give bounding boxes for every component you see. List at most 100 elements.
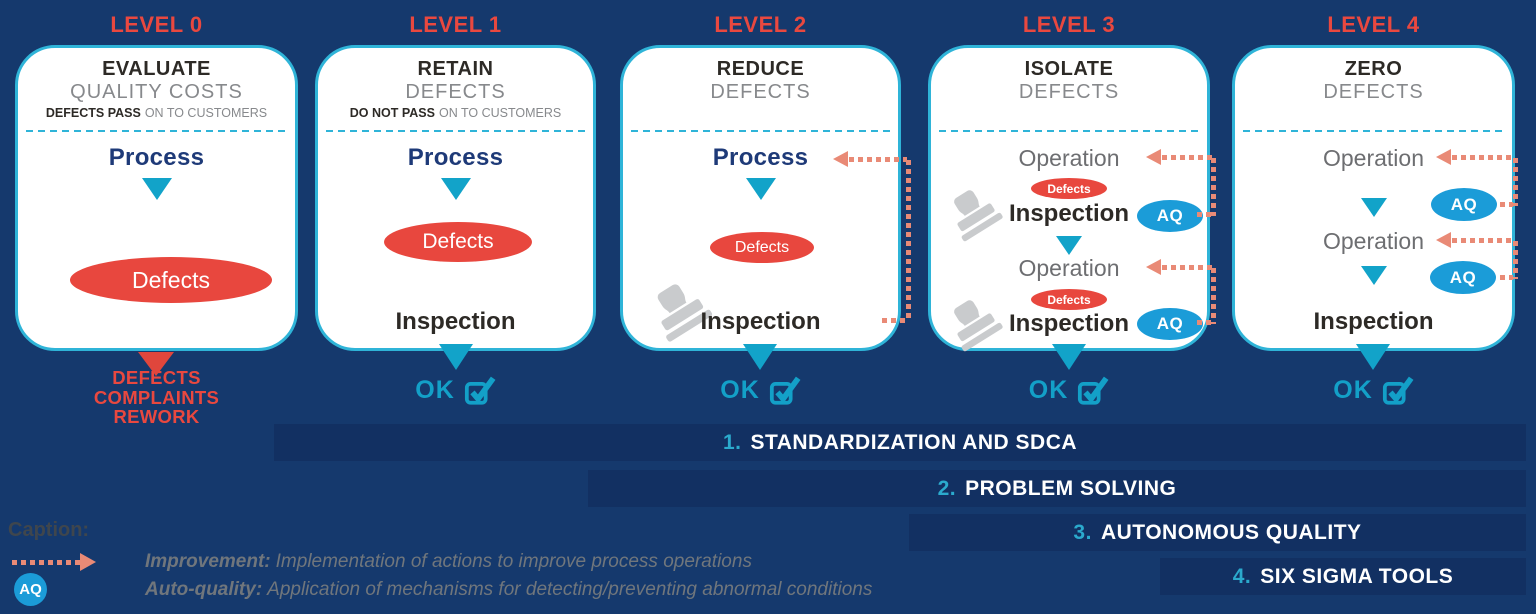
card-title: ISOLATE: [1024, 58, 1114, 80]
bar-label: SIX SIGMA TOOLS: [1260, 564, 1454, 588]
operation-label: Operation: [1322, 145, 1424, 171]
card-subtitle: DEFECTS: [1018, 81, 1120, 103]
card-title: EVALUATE: [102, 58, 211, 80]
level-0-outcome: DEFECTS COMPLAINTS REWORK: [15, 368, 298, 427]
flow-arrow-triangle: [141, 178, 172, 200]
bar-label: STANDARDIZATION AND SDCA: [750, 430, 1078, 454]
improvement-dotted-line: [1162, 265, 1212, 270]
bar-label: AUTONOMOUS QUALITY: [1100, 520, 1362, 544]
level-2-label: LEVEL 2: [714, 12, 807, 37]
flow-arrow-triangle: [1052, 344, 1086, 370]
ok-check-icon: [1078, 376, 1109, 405]
card-note-rest: ON TO CUSTOMERS: [144, 106, 268, 120]
caption-improvement-term: Improvement:: [145, 551, 271, 572]
ok-label: OK: [720, 376, 760, 404]
card-title: RETAIN: [417, 58, 494, 80]
defects-ellipse: Defects: [384, 222, 532, 262]
level-4-label: LEVEL 4: [1327, 12, 1420, 37]
card-title: REDUCE: [716, 58, 805, 80]
improvement-dotted-line: [1197, 212, 1211, 217]
stamp-icon: [954, 300, 1003, 352]
improvement-dotted-line: [882, 318, 908, 323]
ok-status: OK: [928, 375, 1210, 406]
improvement-dotted-line: [1197, 320, 1211, 325]
card-subtitle: DEFECTS: [710, 81, 811, 103]
defects-pill: Defects: [1031, 178, 1107, 199]
ok-status: OK: [1232, 375, 1515, 406]
flow-arrow-triangle: [1056, 236, 1082, 255]
process-label: Process: [108, 144, 205, 171]
card-note-bold: DEFECTS PASS: [45, 106, 141, 120]
level-2-card: REDUCE DEFECTS Process Defects Inspectio…: [620, 45, 901, 351]
card-divider: [326, 130, 585, 132]
inspection-label: Inspection: [395, 308, 516, 335]
level-1-label: LEVEL 1: [409, 12, 502, 37]
ok-check-icon: [769, 376, 801, 405]
improvement-legend-dotted-line: [12, 560, 80, 565]
card-title: ZERO: [1344, 58, 1403, 80]
card-subtitle: DEFECTS: [405, 81, 506, 103]
improvement-dotted-line: [1513, 158, 1518, 206]
bar-label: PROBLEM SOLVING: [965, 476, 1177, 500]
card-note-bold: DO NOT PASS: [349, 106, 435, 120]
ok-label: OK: [1333, 376, 1373, 404]
improvement-dotted-line: [1500, 275, 1513, 280]
flow-arrow-triangle: [743, 344, 777, 370]
operation-label: Operation: [1322, 228, 1424, 254]
improvement-dotted-line: [1452, 238, 1514, 243]
bar-autonomous-quality: 3. AUTONOMOUS QUALITY: [909, 514, 1526, 551]
improvement-dotted-line: [1211, 268, 1216, 324]
improvement-arrowhead-icon: [1146, 259, 1161, 275]
aq-badge: AQ: [1137, 308, 1203, 340]
bar-standardization: 1. STANDARDIZATION AND SDCA: [274, 424, 1526, 461]
bar-six-sigma: 4. SIX SIGMA TOOLS: [1160, 558, 1526, 595]
level-3-card: ISOLATE DEFECTS Operation Defects Inspec…: [928, 45, 1210, 352]
defects-pill: Defects: [1031, 289, 1107, 310]
caption-improvement-desc: Implementation of actions to improve pro…: [275, 551, 752, 572]
ok-check-icon: [464, 376, 496, 405]
defects-ellipse: Defects: [710, 232, 814, 263]
inspection-label: Inspection: [1313, 308, 1434, 335]
aq-badge: AQ: [1137, 200, 1203, 232]
card-subtitle: QUALITY COSTS: [70, 81, 243, 103]
card-note-rest: ON TO CUSTOMERS: [438, 106, 562, 120]
bar-number: 3.: [1073, 520, 1092, 544]
improvement-dotted-line: [906, 160, 911, 322]
inspection-label: Inspection: [1008, 200, 1129, 227]
flow-arrow-triangle: [1360, 198, 1387, 217]
bar-problem-solving: 2. PROBLEM SOLVING: [588, 470, 1526, 507]
ok-label: OK: [415, 376, 455, 404]
card-divider: [26, 130, 287, 132]
improvement-arrowhead-icon: [1436, 149, 1451, 165]
bar-number: 4.: [1232, 564, 1252, 588]
improvement-dotted-line: [1452, 155, 1514, 160]
stamp-icon: [954, 190, 1003, 242]
card-divider: [939, 130, 1199, 132]
flow-arrow-triangle: [439, 344, 473, 370]
level-3-label: LEVEL 3: [1022, 12, 1116, 37]
operation-label: Operation: [1018, 145, 1120, 171]
caption-autoquality-term: Auto-quality:: [145, 579, 263, 600]
ok-label: OK: [1028, 376, 1069, 404]
aq-badge: AQ: [1431, 188, 1497, 221]
improvement-arrowhead-icon: [1436, 232, 1451, 248]
inspection-label: Inspection: [1008, 310, 1129, 337]
aq-legend-badge: AQ: [14, 573, 47, 606]
card-subtitle: DEFECTS: [1323, 81, 1424, 103]
caption-autoquality: Auto-quality:Application of mechanisms f…: [145, 579, 872, 601]
improvement-legend-arrowhead-icon: [80, 553, 96, 571]
flow-arrow-triangle: [440, 178, 471, 200]
ok-status: OK: [315, 375, 596, 406]
card-divider: [1243, 130, 1504, 132]
improvement-arrowhead-icon: [833, 151, 848, 167]
bar-number: 2.: [937, 476, 957, 500]
defects-ellipse: Defects: [70, 257, 272, 303]
level-0-label: LEVEL 0: [110, 12, 203, 37]
improvement-arrowhead-icon: [1146, 149, 1161, 165]
defects-output-triangle: [138, 352, 174, 376]
caption-improvement: Improvement:Implementation of actions to…: [145, 551, 752, 573]
ok-status: OK: [620, 375, 901, 406]
